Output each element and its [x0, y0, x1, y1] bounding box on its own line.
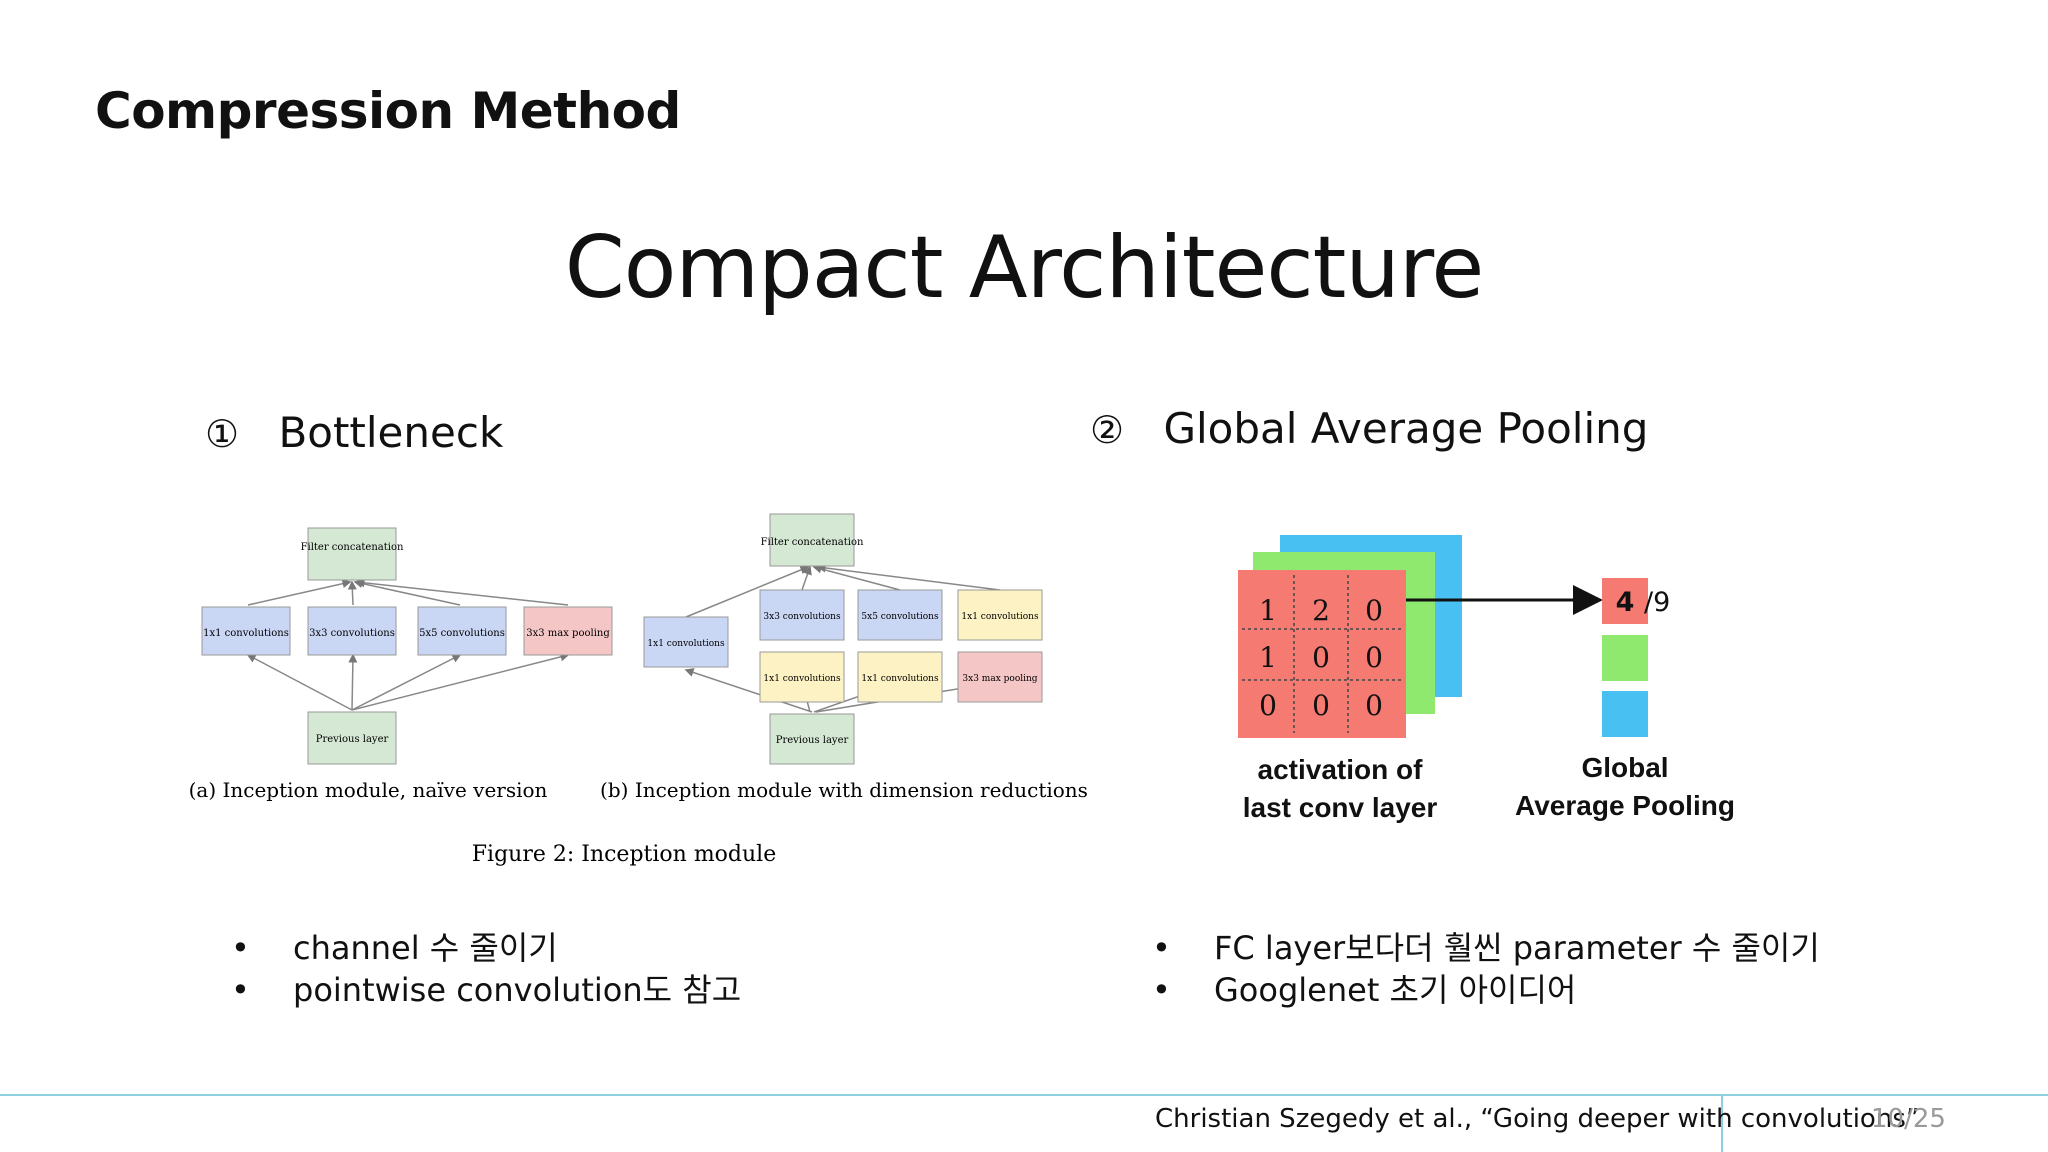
- naive-op-label-3: 5x5 convolutions: [419, 628, 505, 639]
- reduced-previous-layer-box: [769, 713, 855, 765]
- citation: Christian Szegedy et al., “Going deeper …: [1155, 1104, 1920, 1134]
- grid-cell-0-2: 0: [1365, 594, 1383, 627]
- reduced-lower-label-3: 3x3 max pooling: [962, 674, 1037, 684]
- gap-label-2: Average Pooling: [1515, 790, 1735, 821]
- pooled-blue-cell: [1602, 691, 1648, 737]
- activation-label-2: last conv layer: [1243, 792, 1438, 823]
- naive-filter-concat-box: [307, 527, 397, 581]
- list-item: •Googlenet 초기 아이디어: [1152, 971, 1577, 1009]
- list-item: •FC layer보다더 훨씬 parameter 수 줄이기: [1152, 929, 1820, 967]
- figure-caption: Figure 2: Inception module: [472, 842, 776, 867]
- section-title: Compression Method: [95, 82, 681, 140]
- grid-cell-2-2: 0: [1365, 689, 1383, 722]
- grid-cell-1-0: 1: [1259, 641, 1277, 674]
- number-two-icon: ②: [1090, 408, 1125, 452]
- slide-title: Compact Architecture: [564, 218, 1485, 318]
- reduced-caption: (b) Inception module with dimension redu…: [600, 778, 1088, 802]
- pooled-green-cell: [1602, 635, 1648, 681]
- footer-separator: [1721, 1094, 1723, 1152]
- reduced-upper-box-2: [857, 589, 943, 641]
- gap-label: Global Average Pooling: [1163, 404, 1649, 453]
- list-item: •channel 수 줄이기: [231, 929, 558, 967]
- gap-figure: 1 2 0 1 0 0 0 0 0 4 /9 activation of las…: [1238, 535, 1735, 823]
- reduced-lower-box-2: [857, 651, 943, 703]
- grid-cell-0-1: 2: [1312, 594, 1330, 627]
- grid-lines: [1242, 575, 1402, 733]
- footer-divider: [0, 1094, 2048, 1096]
- activation-label-1: activation of: [1258, 754, 1424, 785]
- naive-op-box-2: [307, 606, 397, 656]
- reduced-lower-label-1: 1x1 convolutions: [763, 674, 841, 684]
- naive-op-box-4: [523, 606, 613, 656]
- naive-filter-concat-label: Filter concatenation: [301, 542, 404, 553]
- naive-previous-layer-label: Previous layer: [316, 734, 389, 745]
- naive-op-box-1: [201, 606, 291, 656]
- bullet-dot-icon: •: [231, 971, 250, 1009]
- reduced-side-box: [643, 616, 729, 668]
- reduced-lower-box-3: [957, 651, 1043, 703]
- reduced-upper-box-1: [759, 589, 845, 641]
- reduced-upper-label-2: 5x5 convolutions: [861, 612, 939, 622]
- grid-cell-1-1: 0: [1312, 641, 1330, 674]
- reduced-upper-label-1: 3x3 convolutions: [763, 612, 841, 622]
- bullet-dot-icon: •: [1152, 929, 1171, 967]
- reduced-filter-concat-label: Filter concatenation: [761, 537, 864, 548]
- grid-cell-2-0: 0: [1259, 689, 1277, 722]
- naive-op-label-1: 1x1 convolutions: [203, 628, 289, 639]
- reduced-side-label: 1x1 convolutions: [647, 639, 725, 649]
- page-number: 10/25: [1871, 1104, 1946, 1134]
- bottleneck-heading: ① Bottleneck: [205, 408, 503, 457]
- naive-op-label-4: 3x3 max pooling: [526, 628, 610, 639]
- inception-module-figure: Filter concatenation 1x1 convolutions 3x…: [190, 513, 1088, 867]
- gap-label-1: Global: [1581, 752, 1668, 783]
- grid-cell-1-2: 0: [1365, 641, 1383, 674]
- naive-op-box-3: [417, 606, 507, 656]
- pooled-denominator: /9: [1644, 587, 1670, 618]
- number-one-icon: ①: [205, 412, 240, 456]
- reduced-upper-box-3: [957, 589, 1043, 641]
- reduced-lower-box-1: [759, 651, 845, 703]
- pooled-red-cell: [1602, 578, 1648, 624]
- reduced-lower-label-2: 1x1 convolutions: [861, 674, 939, 684]
- grid-cell-0-0: 1: [1259, 594, 1277, 627]
- naive-module: [246, 578, 570, 711]
- naive-caption: (a) Inception module, naïve version: [190, 778, 548, 802]
- grid-cell-2-1: 0: [1312, 689, 1330, 722]
- pooled-value: 4: [1616, 587, 1635, 618]
- bottleneck-label: Bottleneck: [278, 408, 504, 457]
- naive-previous-layer-box: [307, 711, 397, 765]
- list-item: •pointwise convolution도 참고: [231, 971, 742, 1009]
- reduced-upper-label-3: 1x1 convolutions: [961, 612, 1039, 622]
- bullet-dot-icon: •: [231, 929, 250, 967]
- activation-red-layer: [1238, 570, 1406, 738]
- bullet-dot-icon: •: [1152, 971, 1171, 1009]
- gap-bullets: •FC layer보다더 훨씬 parameter 수 줄이기 •Googlen…: [1152, 927, 1820, 1011]
- gap-heading: ② Global Average Pooling: [1090, 404, 1648, 453]
- bottleneck-bullets: •channel 수 줄이기 •pointwise convolution도 참…: [231, 927, 741, 1011]
- reduced-previous-layer-label: Previous layer: [776, 735, 849, 746]
- reduced-filter-concat-box: [769, 513, 855, 567]
- naive-op-label-2: 3x3 convolutions: [309, 628, 395, 639]
